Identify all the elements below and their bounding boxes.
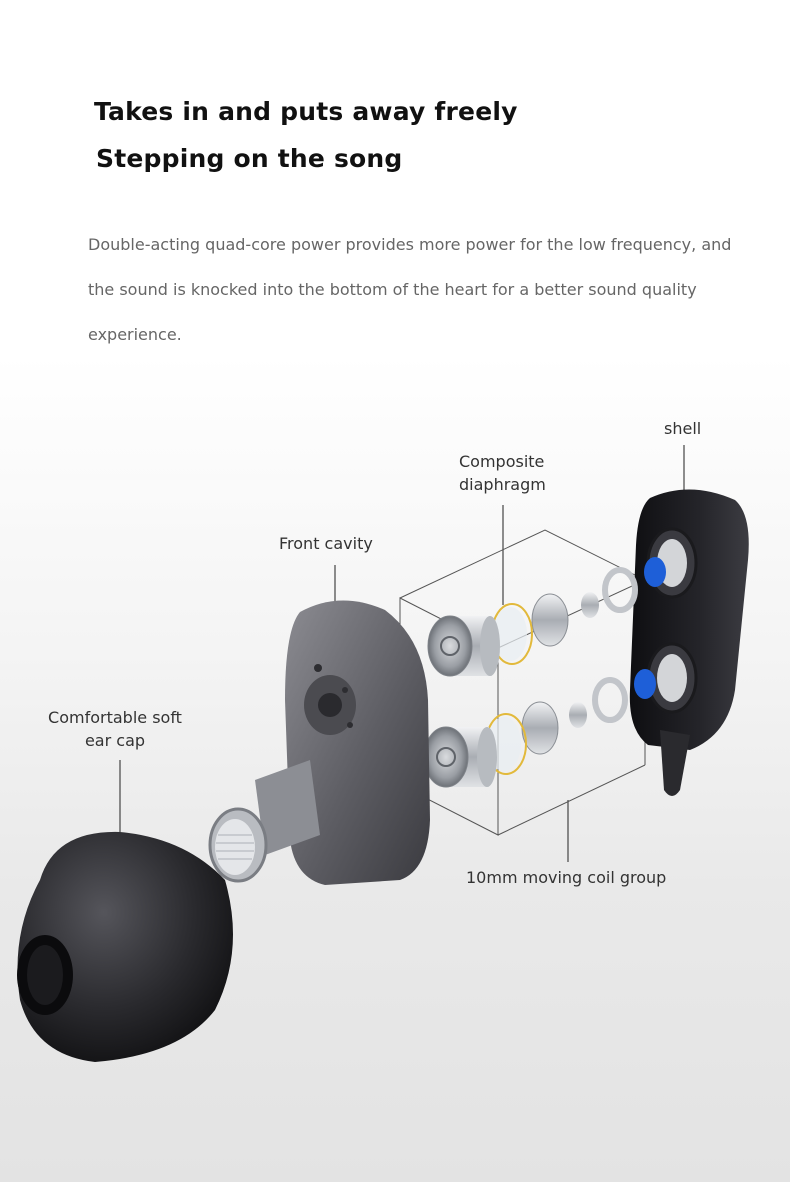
headline-secondary: Stepping on the song — [96, 144, 403, 173]
description-line-1: Double-acting quad-core power provides m… — [88, 235, 732, 254]
front-cavity-part — [285, 600, 430, 885]
shell-part — [629, 489, 749, 796]
callout-ear-cap: Comfortable soft ear cap — [40, 706, 190, 752]
callout-diaphragm-line-1: Composite — [459, 452, 545, 471]
callout-front-cavity: Front cavity — [279, 534, 373, 553]
description-line-3: experience. — [88, 325, 182, 344]
ear-cap-part — [17, 831, 233, 1062]
callout-leader-lines — [119, 445, 685, 862]
headline-primary: Takes in and puts away freely — [94, 97, 518, 126]
callout-moving-coil-group: 10mm moving coil group — [466, 868, 667, 887]
callout-composite-diaphragm: Composite diaphragm — [459, 450, 546, 496]
upper-driver-components — [427, 557, 666, 677]
callout-shell: shell — [664, 419, 702, 438]
product-description: Double-acting quad-core power provides m… — [88, 222, 778, 357]
exploded-earphone-illustration — [17, 445, 749, 1062]
description-line-2: the sound is knocked into the bottom of … — [88, 280, 697, 299]
callout-diaphragm-line-2: diaphragm — [459, 475, 546, 494]
callout-ear-cap-line-2: ear cap — [84, 731, 146, 750]
callout-ear-cap-line-1: Comfortable soft — [48, 708, 182, 727]
lower-driver-components — [423, 669, 656, 788]
nozzle-part — [208, 760, 320, 883]
